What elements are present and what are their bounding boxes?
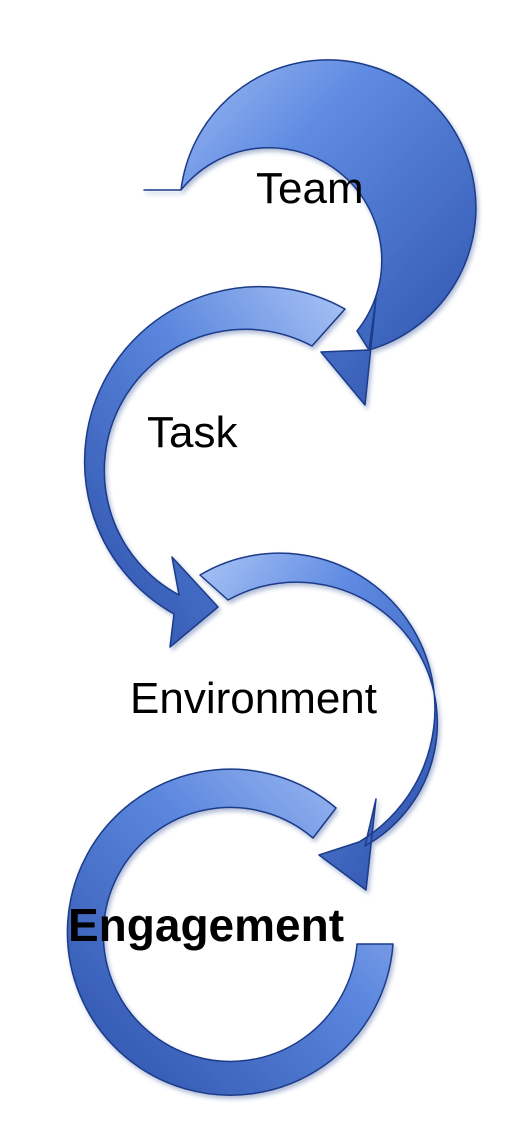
team-arrow: [143, 59, 477, 406]
step-label-engagement: Engagement: [68, 899, 344, 951]
step-label-environment: Environment: [130, 674, 377, 723]
task-arrow: [83, 285, 346, 648]
step-label-task: Task: [147, 408, 238, 457]
circular-arrow-icon: [66, 768, 394, 1096]
circular-arrow-icon: [143, 59, 477, 406]
circular-arrow-icon: [83, 285, 346, 648]
engagement-arrow: [66, 768, 394, 1096]
circular-arrow-icon: [199, 552, 439, 891]
step-label-team: Team: [256, 164, 364, 213]
environment-arrow: [199, 552, 439, 891]
